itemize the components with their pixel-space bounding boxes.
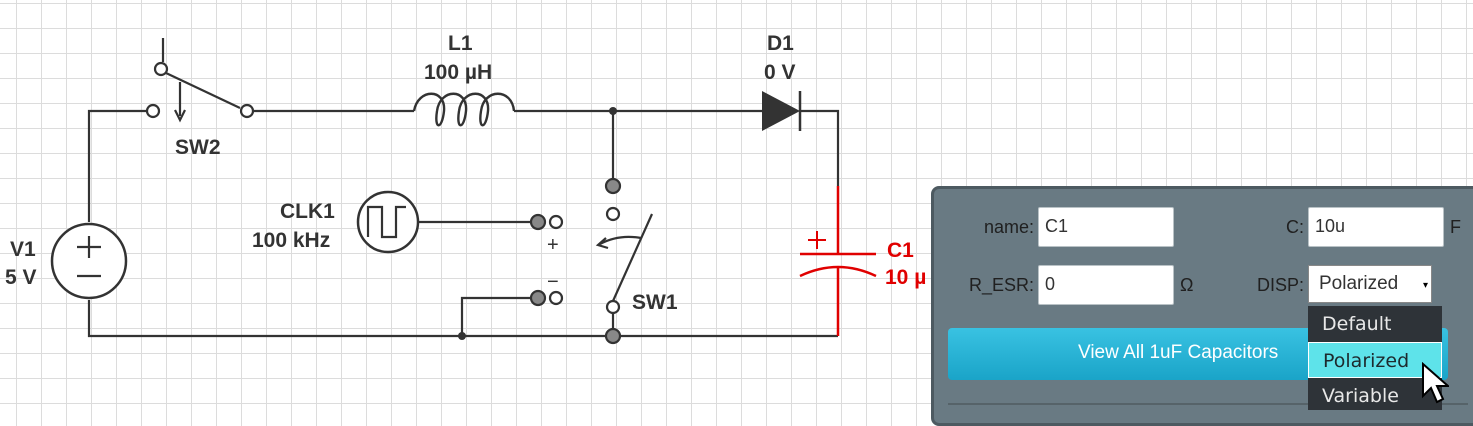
clock-source-clk1[interactable] xyxy=(356,190,420,254)
name-label: name: xyxy=(983,217,1034,237)
disp-select-value: Polarized xyxy=(1319,273,1399,294)
disp-label: DISP: xyxy=(1256,275,1304,295)
wire-d1-c1[interactable] xyxy=(800,109,840,186)
d1-value: 0 V xyxy=(764,61,796,84)
junction-node xyxy=(604,327,622,345)
disp-select[interactable]: Polarized ▾ xyxy=(1308,265,1432,303)
chevron-down-icon: ▾ xyxy=(1422,280,1428,291)
sw1-plus: + xyxy=(547,234,559,256)
resr-unit: Ω xyxy=(1180,275,1194,295)
capacitance-field[interactable]: 10u xyxy=(1308,207,1444,247)
wire-sw1-minus[interactable] xyxy=(460,296,530,336)
voltage-source-v1[interactable] xyxy=(50,222,128,300)
option-polarized[interactable]: Polarized xyxy=(1308,342,1442,378)
clk1-value: 100 kHz xyxy=(252,229,330,252)
v1-value: 5 V xyxy=(5,266,37,289)
inductor-l1[interactable] xyxy=(412,92,516,127)
clk1-name: CLK1 xyxy=(280,200,335,223)
panel-divider xyxy=(948,403,1468,405)
junction-node xyxy=(458,332,466,340)
l1-value: 100 µH xyxy=(424,61,492,84)
resr-field[interactable]: 0 xyxy=(1038,265,1174,305)
name-field[interactable]: C1 xyxy=(1038,207,1174,247)
c-unit: F xyxy=(1450,217,1461,237)
capacitor-c1[interactable] xyxy=(799,186,877,336)
c1-name: C1 xyxy=(887,239,914,262)
sw1-minus: − xyxy=(547,271,559,293)
junction-node xyxy=(609,107,617,115)
v1-name: V1 xyxy=(10,238,36,261)
wire-ground[interactable] xyxy=(87,300,838,338)
l1-name: L1 xyxy=(448,32,473,55)
diode-d1[interactable] xyxy=(762,91,802,131)
switch-sw1[interactable] xyxy=(529,177,654,315)
resr-label: R_ESR: xyxy=(968,275,1034,295)
c-label: C: xyxy=(1286,217,1304,237)
c1-value: 10 µ xyxy=(885,266,926,289)
sw1-name: SW1 xyxy=(632,291,678,314)
d1-name: D1 xyxy=(767,32,794,55)
wire-v1-sw2[interactable] xyxy=(87,109,146,222)
disp-dropdown-menu: Default Polarized Variable xyxy=(1308,306,1442,410)
switch-sw2[interactable] xyxy=(145,38,255,123)
option-default[interactable]: Default xyxy=(1322,313,1392,335)
sw2-name: SW2 xyxy=(175,136,221,159)
schematic-canvas[interactable]: V1 5 V SW2 L1 100 µH D1 0 V CLK1 100 kHz xyxy=(0,0,1473,410)
mouse-pointer-icon xyxy=(1422,362,1449,404)
option-variable[interactable]: Variable xyxy=(1322,385,1399,407)
